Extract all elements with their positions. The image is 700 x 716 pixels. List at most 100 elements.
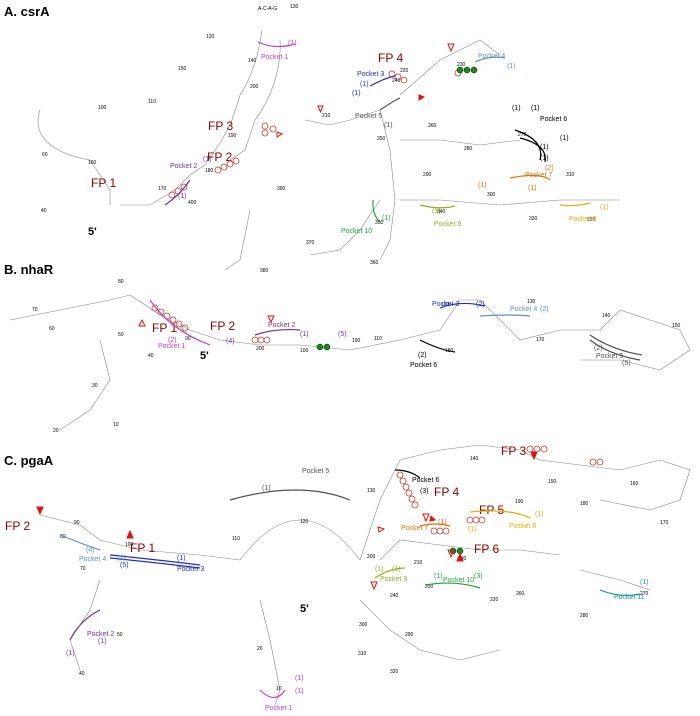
svg-text:(3): (3) xyxy=(474,573,483,580)
pgaA-pocket-arcs xyxy=(59,469,641,699)
svg-text:Pocket 2: Pocket 2 xyxy=(87,631,114,638)
svg-text:120: 120 xyxy=(206,34,215,40)
panel-c-title: C. pgaA xyxy=(4,453,54,468)
svg-text:170: 170 xyxy=(158,186,167,192)
svg-text:80: 80 xyxy=(118,279,124,285)
svg-text:200: 200 xyxy=(256,346,265,352)
svg-text:Pocket 11: Pocket 11 xyxy=(614,594,645,601)
svg-text:20: 20 xyxy=(53,428,59,434)
svg-text:Pocket 8: Pocket 8 xyxy=(509,523,536,530)
svg-text:(1): (1) xyxy=(535,511,544,518)
svg-text:Pocket 5: Pocket 5 xyxy=(596,353,623,360)
svg-text:200: 200 xyxy=(250,84,259,90)
svg-text:230: 230 xyxy=(457,62,466,68)
svg-text:280: 280 xyxy=(464,146,473,152)
svg-text:(1): (1) xyxy=(203,156,212,163)
svg-text:90: 90 xyxy=(74,520,80,526)
svg-text:Pocket 3: Pocket 3 xyxy=(177,566,204,573)
pgaA-fp6: FP 6 xyxy=(474,542,499,556)
pgaA-fp4: FP 4 xyxy=(434,485,459,499)
svg-text:60: 60 xyxy=(49,326,55,332)
svg-text:110: 110 xyxy=(374,336,382,342)
svg-text:90: 90 xyxy=(185,336,191,342)
svg-text:(1): (1) xyxy=(540,155,549,162)
svg-text:270: 270 xyxy=(640,591,649,597)
pgaA-fp1: FP 1 xyxy=(130,541,155,555)
svg-text:(1): (1) xyxy=(531,105,540,112)
svg-text:Pocket 4: Pocket 4 xyxy=(478,53,505,60)
svg-text:Pocket 2: Pocket 2 xyxy=(268,322,295,329)
csrA-fp4: FP 4 xyxy=(378,51,403,65)
svg-text:130: 130 xyxy=(527,299,536,305)
svg-text:(2): (2) xyxy=(540,306,549,313)
svg-text:100: 100 xyxy=(98,105,107,111)
svg-text:130: 130 xyxy=(290,4,299,10)
csrA-markers xyxy=(276,43,455,138)
svg-text:(1): (1) xyxy=(438,519,447,526)
svg-text:180: 180 xyxy=(205,168,214,174)
svg-text:(2): (2) xyxy=(476,301,485,308)
svg-text:150: 150 xyxy=(672,323,681,329)
svg-text:10: 10 xyxy=(276,686,282,692)
csrA-numbers: 120 130 140 150 110 100 160 170 180 190 … xyxy=(41,4,596,274)
svg-text:400: 400 xyxy=(188,200,197,206)
svg-text:280: 280 xyxy=(580,613,589,619)
svg-text:260: 260 xyxy=(516,591,525,597)
svg-text:Pocket 9: Pocket 9 xyxy=(380,576,407,583)
svg-text:390: 390 xyxy=(277,186,286,192)
pgaA-fp3: FP 3 xyxy=(501,444,526,458)
svg-text:160: 160 xyxy=(88,160,97,166)
svg-text:240: 240 xyxy=(392,78,401,84)
svg-text:(1): (1) xyxy=(98,638,107,645)
svg-text:(2): (2) xyxy=(418,352,427,359)
nhaR-numbers: 80 70 60 50 40 30 20 10 90 100 110 120 1… xyxy=(32,279,681,434)
svg-text:(1): (1) xyxy=(540,144,549,151)
svg-text:(1): (1) xyxy=(360,81,369,88)
svg-text:360: 360 xyxy=(370,260,379,266)
csrA-pocket-labels: Pocket 1 Pocket 2 Pocket 3 Pocket 4 Pock… xyxy=(170,53,596,235)
svg-text:320: 320 xyxy=(587,217,596,223)
nhaR-five-prime: 5' xyxy=(200,350,209,362)
svg-text:240: 240 xyxy=(390,593,399,599)
svg-text:310: 310 xyxy=(358,651,367,657)
svg-text:70: 70 xyxy=(32,307,38,313)
svg-text:40: 40 xyxy=(79,671,85,677)
svg-text:290: 290 xyxy=(423,172,432,178)
svg-text:Pocket 1: Pocket 1 xyxy=(158,343,185,350)
svg-text:250: 250 xyxy=(377,136,386,142)
pgaA-fp-circles xyxy=(396,445,604,535)
svg-text:160: 160 xyxy=(630,481,639,487)
svg-text:(1): (1) xyxy=(384,122,393,129)
svg-text:Pocket 5: Pocket 5 xyxy=(302,468,329,475)
svg-text:220: 220 xyxy=(490,597,499,603)
svg-text:(1): (1) xyxy=(295,688,304,695)
svg-text:190: 190 xyxy=(352,338,361,344)
pgaA-numbers: 90 80 70 100 110 120 130 140 150 160 170… xyxy=(60,456,669,692)
svg-text:70: 70 xyxy=(80,566,86,572)
svg-text:190: 190 xyxy=(515,499,524,505)
svg-text:(2): (2) xyxy=(545,165,554,172)
svg-text:330: 330 xyxy=(529,216,538,222)
svg-text:Pocket 8: Pocket 8 xyxy=(569,216,596,223)
svg-text:(3): (3) xyxy=(420,488,429,495)
pgaA-five-prime: 5' xyxy=(300,603,309,615)
svg-text:(4): (4) xyxy=(226,338,235,345)
svg-text:300: 300 xyxy=(487,192,496,198)
svg-text:20: 20 xyxy=(257,646,263,652)
svg-text:(1): (1) xyxy=(178,193,187,200)
svg-text:Pocket 4: Pocket 4 xyxy=(79,556,106,563)
svg-text:Pocket 3: Pocket 3 xyxy=(432,301,459,308)
svg-text:110: 110 xyxy=(148,99,156,105)
svg-text:40: 40 xyxy=(41,208,47,214)
svg-text:Pocket 6: Pocket 6 xyxy=(412,477,439,484)
svg-text:Pocket 9: Pocket 9 xyxy=(434,221,461,228)
svg-text:150: 150 xyxy=(178,66,187,72)
svg-text:120: 120 xyxy=(441,302,450,308)
svg-text:(2): (2) xyxy=(168,337,177,344)
svg-text:250: 250 xyxy=(425,584,434,590)
csrA-fp3: FP 3 xyxy=(208,119,233,133)
svg-text:340: 340 xyxy=(437,209,446,215)
svg-text:350: 350 xyxy=(375,220,384,226)
svg-text:Pocket 1: Pocket 1 xyxy=(261,54,288,61)
nhaR-pocket-labels: Pocket 1 Pocket 2 Pocket 3 Pocket 4 Pock… xyxy=(158,301,623,369)
